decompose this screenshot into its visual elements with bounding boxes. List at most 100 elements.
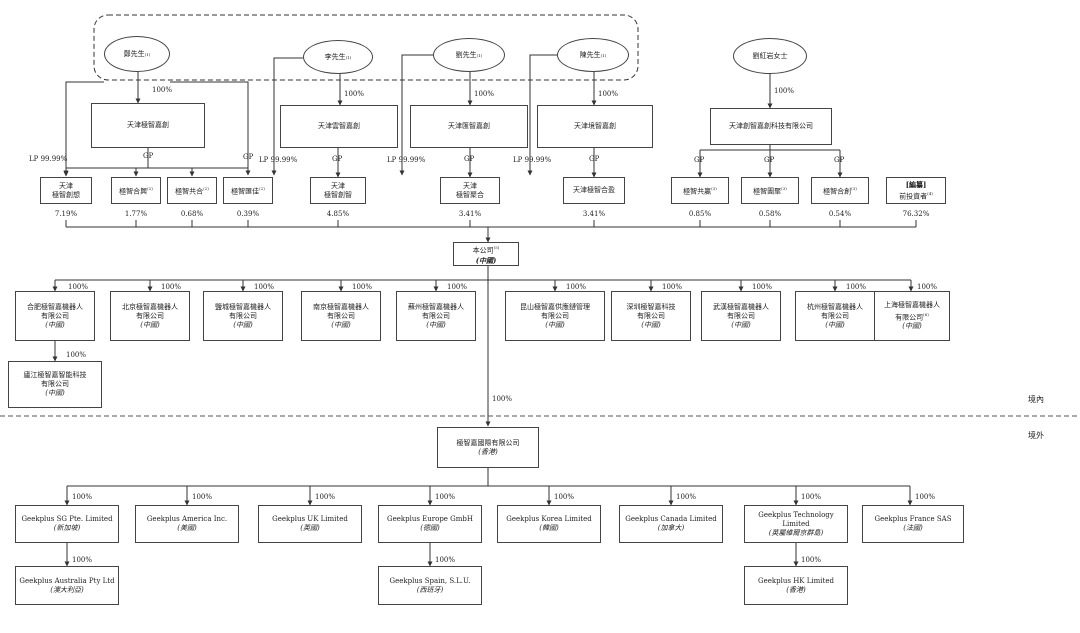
domestic-subsidiary: 武漢極智嘉機器人 有限公司 (中國): [701, 291, 781, 341]
sub-region: (中國): [233, 320, 253, 329]
founder-name: 劉先生: [455, 51, 477, 59]
sub-region: (中國): [731, 320, 751, 329]
founder-name: 劉紅岩女士: [752, 52, 788, 60]
gp-label: GP: [764, 156, 775, 164]
company-region: (中國): [475, 255, 497, 265]
domestic-subsidiary-lujiang: 廬江極智嘉智能科技 有限公司 (中國): [8, 361, 102, 408]
pct-label: 100%: [152, 86, 173, 94]
sub-name-line2: 有限公司: [895, 313, 924, 322]
entity-name: 天津雲智嘉創: [318, 122, 360, 130]
sub-name: 南京極智嘉機器人: [313, 302, 369, 311]
holder-name: [編纂]: [905, 179, 927, 189]
company-box: 本公司(5) (中國): [453, 242, 519, 266]
overseas-subsidiary: Geekplus France SAS (法國): [862, 505, 964, 543]
sub-region: (新加坡): [53, 524, 81, 532]
holder-name: 極智合興: [119, 187, 148, 196]
sub-name: Geekplus SG Pte. Limited: [21, 515, 113, 523]
gp-entity-liu-hongyan: 天津創智嘉創科技有限公司: [710, 108, 832, 145]
holder-box: 極智合興(2): [111, 177, 161, 204]
pct-label: 100%: [66, 351, 87, 359]
holding-pct: 0.39%: [236, 210, 260, 218]
note-mark: (1): [345, 54, 352, 60]
holding-pct: 4.85%: [326, 210, 350, 218]
gp-entity-zheng: 天津極智嘉創: [91, 103, 205, 148]
gp-label: GP: [589, 155, 600, 163]
sub-region: (中國): [426, 320, 446, 329]
sub-name-line2: 有限公司: [327, 311, 355, 320]
note-mark: (5): [493, 245, 500, 251]
pct-label: 100%: [662, 283, 683, 291]
region-overseas-label: 境外: [1028, 431, 1044, 440]
note-mark: (1): [600, 52, 607, 58]
sub-name-line2: 有限公司: [422, 311, 450, 320]
sub-region: (加拿大): [657, 524, 685, 532]
sub-name-line2: 有限公司: [541, 311, 569, 320]
gp-entity-liu: 天津匯智嘉創: [410, 105, 528, 148]
pct-label: 100%: [161, 283, 182, 291]
sub-name: 極智嘉國際有限公司: [456, 438, 520, 447]
sub-region: (英國): [300, 524, 320, 532]
founder-name: 陳先生: [579, 51, 601, 59]
sub-name: 蘇州極智嘉機器人: [408, 302, 464, 311]
entity-name: 天津境智嘉創: [574, 122, 616, 130]
holder-box: 天津 極智創智: [310, 177, 366, 204]
sub-name: Geekplus Europe GmbH: [386, 515, 473, 523]
holder-box: 極智匯佳(2): [223, 177, 273, 204]
founder-name: 李先生: [324, 53, 346, 61]
pct-label: 100%: [72, 493, 93, 501]
sub-name: 合肥極智嘉機器人: [27, 302, 83, 311]
gp-label: GP: [694, 156, 705, 164]
pct-label: 100%: [254, 283, 275, 291]
sub-region: (法國): [903, 524, 923, 532]
overseas-subsidiary: Geekplus UK Limited (英國): [258, 505, 362, 543]
sub-name: 昆山極智嘉供應鏈管理: [520, 302, 590, 311]
sub-name-line2: 有限公司: [821, 311, 849, 320]
holder-name: 極智共合: [175, 187, 204, 196]
holder-name: 極智匯佳: [231, 187, 260, 196]
pct-label: 100%: [435, 493, 456, 501]
note-mark: (3): [781, 186, 787, 192]
note-mark: (2): [203, 186, 209, 192]
gp-label: GP: [332, 155, 343, 163]
sub-name-line2: 有限公司: [41, 380, 69, 388]
holder-name: 天津極智合盈: [573, 186, 615, 194]
pct-label: 100%: [474, 90, 495, 98]
founder-zheng: 鄭先生(1): [104, 36, 170, 72]
sub-name: Geekplus Spain, S.L.U.: [389, 576, 471, 585]
gp-label: GP: [243, 153, 254, 161]
entity-name: 天津極智嘉創: [127, 121, 169, 129]
pct-label: 100%: [774, 87, 795, 95]
sub-name-line2: 有限公司: [136, 311, 164, 320]
holding-pct: 3.41%: [582, 210, 606, 218]
overseas-subsidiary: Geekplus Europe GmbH (德國): [378, 505, 482, 543]
gp-label: GP: [143, 152, 154, 160]
founder-li: 李先生(1): [303, 40, 373, 74]
sub-name: Geekplus Korea Limited: [506, 515, 592, 523]
note-mark: (1): [476, 52, 483, 58]
holding-pct: 1.77%: [124, 210, 148, 218]
holding-pct: 76.32%: [902, 210, 930, 218]
pct-label: 100%: [915, 493, 936, 501]
lp-label: LP 99.99%: [387, 156, 426, 164]
founder-name: 鄭先生: [123, 50, 145, 58]
gp-entity-chen: 天津境智嘉創: [537, 105, 653, 148]
pct-label: 100%: [598, 90, 619, 98]
sub-region: (中國): [45, 320, 65, 329]
lp-label: LP 99.99%: [29, 155, 68, 163]
sub-region: (香港): [786, 585, 806, 594]
domestic-subsidiary: 昆山極智嘉供應鏈管理 有限公司 (中國): [505, 291, 605, 341]
sub-name: Geekplus UK Limited: [272, 515, 348, 523]
sub-region: (中國): [902, 322, 922, 331]
domestic-subsidiary: 北京極智嘉機器人 有限公司 (中國): [110, 291, 190, 341]
sub-name-line2: 有限公司: [229, 311, 257, 320]
sub-name: Geekplus Technology Limited: [758, 510, 834, 528]
pct-label: 100%: [917, 283, 938, 291]
sub-name: Geekplus Canada Limited: [625, 515, 717, 523]
sub-region: (中國): [825, 320, 845, 329]
holder-name-line2: 極智聚合: [456, 190, 484, 199]
sub-name: 深圳極智嘉科技: [626, 302, 676, 311]
sub-name: 北京極智嘉機器人: [122, 302, 178, 311]
note-mark: (2): [147, 186, 153, 192]
pct-label: 100%: [344, 90, 365, 98]
